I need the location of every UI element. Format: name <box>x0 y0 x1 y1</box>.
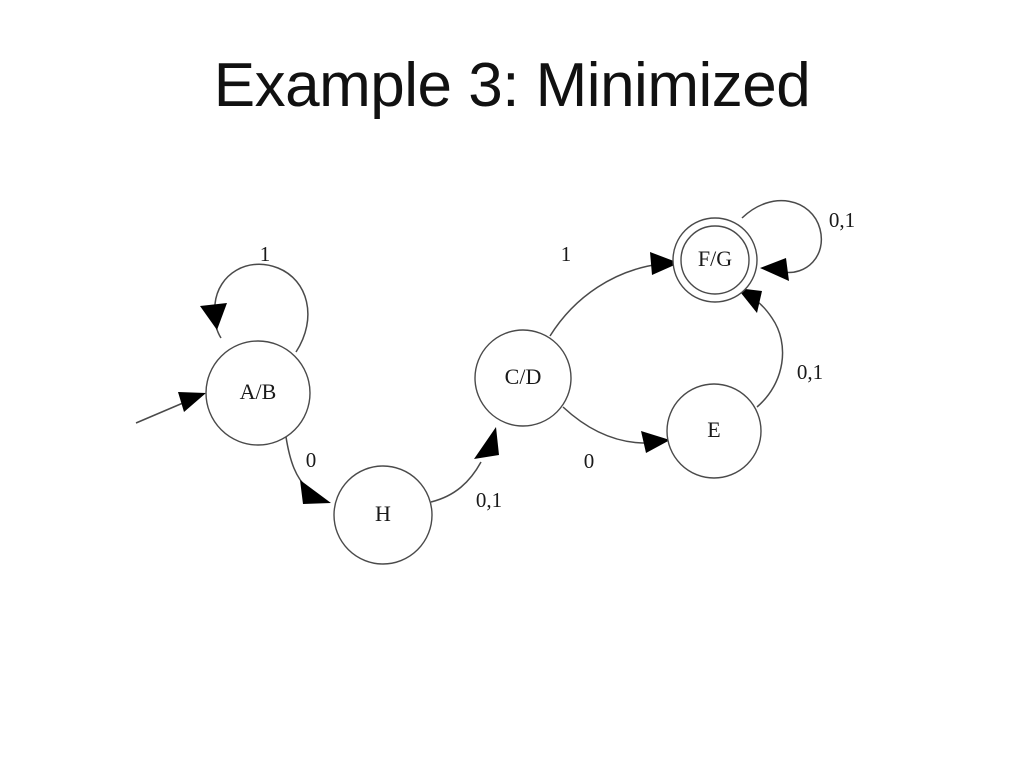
edge-start-to-ab-path <box>135 399 191 424</box>
edge-h-to-cd-path <box>430 461 482 503</box>
edge-label-e-to-fg: 0,1 <box>797 360 823 384</box>
state-node-cd-circle[interactable] <box>474 329 572 427</box>
state-node-cd-label: C/D <box>505 364 542 389</box>
arrow-head-fg-self <box>760 258 789 281</box>
edge-cd-to-fg: 1 <box>549 242 679 337</box>
edge-ab-to-ab-path <box>213 263 309 353</box>
edge-h-to-cd: 0,1 <box>430 427 502 512</box>
state-node-fg-label: F/G <box>698 246 732 271</box>
edge-label-ab-self: 1 <box>260 242 271 266</box>
edge-fg-to-fg: 0,1 <box>741 200 855 281</box>
edge-ab-to-ab: 1 <box>200 242 309 353</box>
edge-cd-to-e-path <box>562 406 651 444</box>
edge-label-ab-to-h: 0 <box>306 448 317 472</box>
edge-ab-to-h: 0 <box>285 436 331 504</box>
arrow-head-ab-self <box>200 303 227 330</box>
edge-label-h-to-cd: 0,1 <box>476 488 502 512</box>
state-node-e-label: E <box>707 417 720 442</box>
state-node-fg-accepting[interactable]: F/G <box>672 217 758 303</box>
arrow-head-ab-to-h <box>300 480 331 504</box>
arrow-head-e-to-fg <box>737 288 762 313</box>
arrow-head-h-to-cd <box>474 427 499 459</box>
edge-e-to-fg: 0,1 <box>737 288 823 408</box>
edge-cd-to-e: 0 <box>562 406 670 473</box>
state-node-h-label: H <box>375 501 391 526</box>
state-node-e-circle[interactable] <box>666 383 762 479</box>
edge-label-fg-self: 0,1 <box>829 208 855 232</box>
edge-start-to-ab <box>135 392 206 424</box>
state-node-ab-label: A/B <box>240 379 277 404</box>
page-title: Example 3: Minimized <box>213 51 811 120</box>
state-node-fg-inner-circle <box>680 225 750 295</box>
state-node-h-circle[interactable] <box>333 465 433 565</box>
arrow-head-start-to-ab <box>178 392 206 412</box>
edge-label-cd-to-e: 0 <box>584 449 595 473</box>
edge-ab-to-h-path <box>285 436 309 490</box>
edge-e-to-fg-path <box>753 298 784 408</box>
state-node-h[interactable]: H <box>333 465 433 565</box>
state-node-ab[interactable]: A/B <box>205 340 311 446</box>
edge-fg-to-fg-path <box>741 200 823 274</box>
state-node-cd[interactable]: C/D <box>474 329 572 427</box>
state-node-ab-circle[interactable] <box>205 340 311 446</box>
arrow-head-cd-to-e <box>641 431 670 453</box>
edge-cd-to-fg-path <box>549 263 661 337</box>
edge-label-cd-to-fg: 1 <box>561 242 572 266</box>
arrow-head-cd-to-fg <box>650 252 679 275</box>
state-node-e[interactable]: E <box>666 383 762 479</box>
